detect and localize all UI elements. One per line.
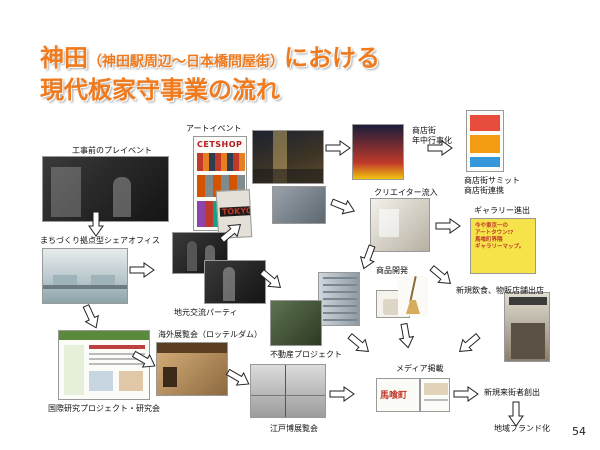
photo-realestate-building: [318, 272, 360, 326]
image-intl-research-site: [58, 330, 150, 400]
label-intl-research: 国際研究プロジェクト・研究会: [48, 404, 160, 413]
photo-product-broom: [398, 276, 428, 316]
gallery-card-text: 今や東京一の アートタウン!? 馬喰町界隈 ギャラリーマップ。: [475, 223, 525, 250]
arrow-realestate-to-media: [345, 330, 374, 358]
photo-edo-expo: [250, 364, 326, 418]
photo-art-event-crowd: [272, 186, 326, 224]
arrow-product-to-media: [396, 322, 416, 350]
title-paren: （神田駅周辺～日本橋問屋街）: [88, 54, 284, 70]
label-new-shops: 新規飲食、物販店舗出店: [456, 286, 544, 295]
arrow-shops-to-media: [454, 330, 483, 358]
photo-creator-inflow: [370, 198, 430, 252]
photo-local-party-2: [204, 260, 266, 304]
photo-realestate-interior: [270, 300, 322, 346]
label-summit: 商店街サミット 商店街連携: [464, 176, 520, 195]
label-brand: 地域ブランド化: [494, 424, 550, 433]
arrow-creator-to-gallery: [435, 218, 461, 234]
label-edo-expo: 江戸博展覧会: [270, 424, 318, 433]
page-title-line2: 現代板家守事業の流れ: [40, 76, 280, 104]
photo-shopping-street-festival: [352, 124, 404, 180]
photo-pre-event: [42, 156, 169, 222]
photo-share-office: [42, 248, 128, 304]
poster-tokyo: TOKYO: [219, 205, 253, 217]
arrow-product-to-shops: [427, 262, 456, 290]
image-media-article-2: [420, 378, 450, 412]
image-media-article: 馬喰町: [376, 378, 420, 412]
label-product-dev: 商品開発: [376, 266, 408, 275]
page-title-line1: 神田（神田駅周辺～日本橋問屋街）における: [40, 38, 380, 73]
label-local-party: 地元交流パーティ: [174, 308, 238, 317]
photo-new-shops: [504, 292, 550, 362]
title-main: 神田: [40, 44, 88, 72]
label-gallery: ギャラリー進出: [474, 206, 530, 215]
photo-art-event-street: [252, 130, 324, 184]
arrow-office-to-research: [79, 302, 103, 332]
label-pre-event: 工事前のプレイベント: [72, 146, 152, 155]
arrow-media-to-newcomers: [453, 386, 479, 402]
arrow-office-to-party: [129, 262, 155, 278]
poster-cet-shop: CETSHOP: [197, 140, 243, 149]
label-creator-inflow: クリエイター流入: [374, 188, 438, 197]
arrow-overseas-to-edo: [224, 365, 253, 391]
photo-overseas-expo: [156, 342, 228, 396]
media-card-text: 馬喰町: [380, 391, 408, 401]
page-number: 54: [572, 425, 586, 438]
title-tail: における: [284, 44, 380, 72]
label-media: メディア掲載: [396, 364, 444, 373]
arrow-art-to-creator: [328, 195, 358, 218]
arrow-art-to-street: [325, 140, 351, 156]
label-shopping-street: 商店街 年中行事化: [412, 126, 452, 145]
label-overseas-expo: 海外展覧会（ロッテルダム）: [158, 330, 262, 339]
label-art-event: アートイベント: [186, 124, 242, 133]
image-shopping-street-summit: [466, 110, 504, 172]
label-share-office: まちづくり拠点型シェアオフィス: [40, 236, 160, 245]
gallery-map-card: 今や東京一の アートタウン!? 馬喰町界隈 ギャラリーマップ。: [470, 218, 536, 274]
arrow-edo-to-media: [329, 386, 355, 402]
arrow-newcomers-to-brand: [508, 401, 524, 427]
label-newcomers: 新規来街者創出: [484, 388, 540, 397]
label-realestate-project: 不動産プロジェクト: [270, 350, 342, 359]
